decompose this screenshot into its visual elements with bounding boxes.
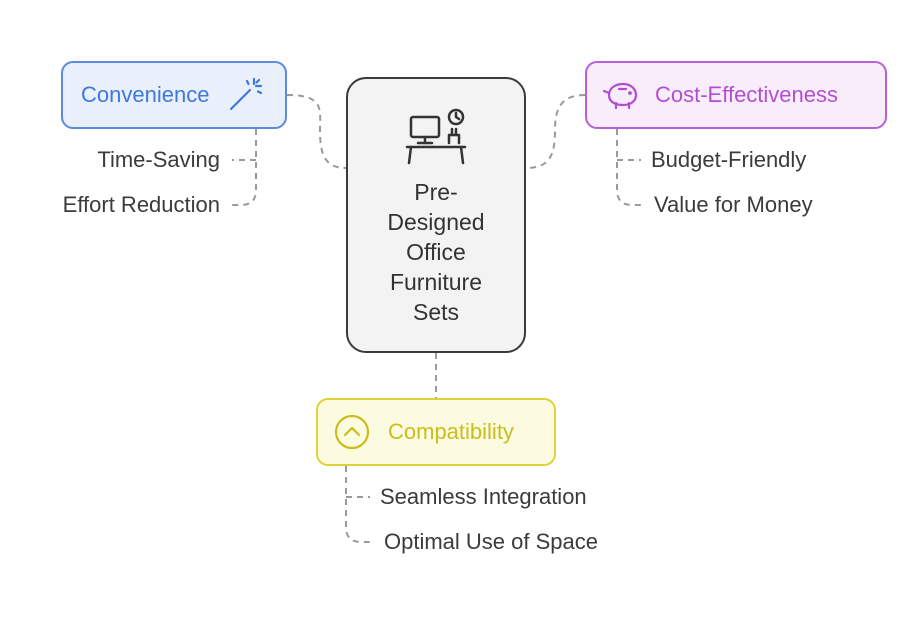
office-desk-icon [405, 108, 467, 165]
convenience-label: Convenience [81, 82, 210, 107]
branch-compatibility: Compatibility [316, 398, 556, 466]
leaf-time-saving: Time-Saving [97, 147, 220, 172]
branch-convenience: Convenience [61, 61, 287, 129]
compat-label: Compatibility [388, 419, 514, 444]
cost-label: Cost-Effectiveness [655, 82, 839, 107]
chevron-up-circle-icon [334, 414, 370, 450]
magic-wand-icon [230, 77, 263, 111]
piggy-bank-icon [602, 82, 638, 110]
leaf-budget-friendly: Budget-Friendly [651, 147, 807, 172]
branch-cost-effectiveness: Cost-Effectiveness [585, 61, 887, 129]
center-title: Pre-Designed Office Furniture Sets [387, 179, 485, 325]
center-node: Pre-Designed Office Furniture Sets [346, 77, 526, 353]
leaf-effort-reduction: Effort Reduction [62, 192, 220, 217]
leaf-seamless-integration: Seamless Integration [380, 484, 587, 509]
leaf-value-for-money: Value for Money [654, 192, 813, 217]
leaf-optimal-use-of-space: Optimal Use of Space [384, 529, 598, 554]
